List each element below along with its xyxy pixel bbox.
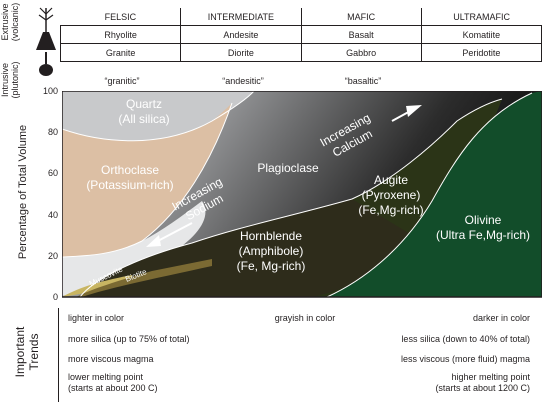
y-axis-label: Percentage of Total Volume [17, 124, 29, 260]
trend-row-2-right: less silica (down to 40% of total) [401, 334, 530, 344]
mineral-composition-chart [62, 91, 542, 298]
column-mafic: MAFIC [300, 8, 422, 26]
sodium-arrow [146, 222, 193, 247]
column-felsic: FELSIC [60, 8, 181, 26]
descriptor-basaltic: “basaltic” [344, 76, 382, 86]
chart-frame [62, 91, 542, 298]
extrusive-rock-ultramafic: Komatiite [420, 25, 543, 44]
trends-label: Important Trends [13, 326, 41, 378]
orthoclase-region [62, 103, 232, 257]
descriptor-andesitic: “andesitic” [222, 76, 264, 86]
olivine-label: Olivine (Ultra Fe,Mg-rich) [435, 213, 530, 242]
trend-row-3-right: less viscous (more fluid) magma [400, 354, 530, 364]
y-tick-20: 20 [47, 251, 58, 261]
hornblende-region [80, 121, 457, 297]
y-tick-100: 100 [42, 86, 58, 96]
augite-label: Augite (Pyroxene) (Fe,Mg-rich) [358, 173, 424, 217]
mafic-boundary [79, 98, 503, 298]
quartz-label: Quartz (All silica) [118, 97, 170, 126]
calcium-arrow [391, 105, 422, 122]
trend-row-1-center: grayish in color [274, 313, 336, 323]
olivine-boundary [326, 92, 533, 298]
intrusive-rock-intermediate: Diorite [180, 43, 302, 62]
trend-row-3-left: more viscous magma [68, 354, 154, 364]
y-tick-0: 0 [52, 292, 58, 302]
intrusive-rock-mafic: Gabbro [300, 43, 422, 62]
trend-row-4-right: higher melting point (starts at about 12… [435, 372, 530, 393]
biotite-region [76, 259, 212, 297]
pluton-icon [39, 52, 53, 76]
orthoclase-label: Orthoclase (Potassium-rich) [86, 163, 174, 192]
orthoclase-boundary [62, 102, 233, 258]
extrusive-rock-intermediate: Andesite [180, 25, 302, 44]
volcano-pluton-icon [36, 7, 56, 76]
intrusive-label: Intrusive (plutonic) [0, 61, 20, 99]
rock-classification-table: FELSIC INTERMEDIATE MAFIC ULTRAMAFIC Rhy… [59, 8, 543, 62]
augite-region [312, 99, 502, 297]
y-tick-40: 40 [47, 210, 58, 220]
plagioclase-lower-region [62, 201, 206, 296]
quartz-region [62, 91, 254, 141]
trends-divider [58, 308, 59, 402]
y-tick-80: 80 [47, 127, 58, 137]
intrusive-rock-ultramafic: Peridotite [420, 43, 543, 62]
muscovite-region [62, 275, 132, 297]
y-tick-60: 60 [47, 168, 58, 178]
trend-row-2-left: more silica (up to 75% of total) [68, 334, 190, 344]
hornblende-label: Hornblende (Amphibole) (Fe, Mg-rich) [236, 229, 306, 273]
extrusive-rock-mafic: Basalt [300, 25, 422, 44]
volcano-icon [36, 7, 56, 50]
trend-row-1-right: darker in color [472, 313, 530, 323]
trend-row-4-left: lower melting point (starts at about 200… [68, 372, 158, 393]
quartz-boundary [62, 91, 255, 142]
column-intermediate: INTERMEDIATE [180, 8, 301, 26]
extrusive-label: Extrusive (volcanic) [0, 2, 20, 42]
extrusive-rock-felsic: Rhyolite [59, 25, 182, 44]
column-ultramafic: ULTRAMAFIC [420, 8, 542, 26]
olivine-region [327, 91, 542, 297]
trend-row-1-left: lighter in color [68, 313, 125, 323]
plagioclase-label: Plagioclase [257, 161, 319, 175]
intrusive-rock-felsic: Granite [59, 43, 182, 62]
descriptor-granitic: “granitic” [104, 76, 140, 86]
